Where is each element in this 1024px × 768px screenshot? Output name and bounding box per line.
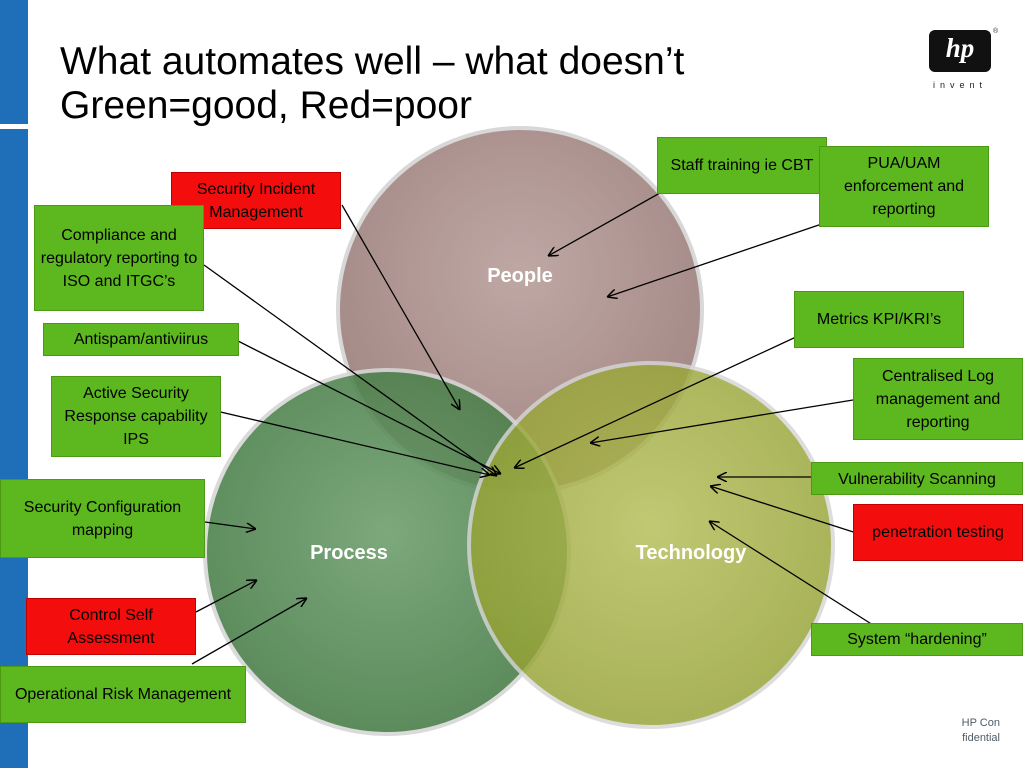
connector-arrow [514,336,797,468]
hp-logo: hp ® invent [925,28,999,94]
box-control-self-assessment: Control Self Assessment [26,598,196,655]
box-pua-uam: PUA/UAM enforcement and reporting [819,146,989,227]
box-compliance: Compliance and regulatory reporting to I… [34,205,204,311]
box-metrics: Metrics KPI/KRI’s [794,291,964,348]
box-antispam: Antispam/antiviirus [43,323,239,356]
title-line-2: Green=good, Red=poor [60,84,472,127]
connector-arrow [195,580,257,613]
hp-logo-tagline: invent [932,80,988,90]
slide-title: What automates well – what doesn’t Green… [60,40,684,128]
connector-arrow [191,598,307,665]
hp-logo-badge [929,30,991,72]
connector-arrow [203,264,497,476]
box-security-configuration: Security Configuration mapping [0,479,205,558]
box-staff-training: Staff training ie CBT [657,137,827,194]
side-accent-gap [0,124,28,129]
title-line-1: What automates well – what doesn’t [60,40,685,83]
confidential-footer: HP Confidential [961,717,1000,744]
technology-circle [467,361,835,729]
registered-mark: ® [993,28,999,35]
box-operational-risk: Operational Risk Management [0,666,246,723]
box-vulnerability-scanning: Vulnerability Scanning [811,462,1023,495]
connector-arrow [710,486,873,539]
hp-logo-mark: hp [945,33,975,63]
connector-arrow [211,409,490,475]
connector-arrow [607,211,858,297]
box-system-hardening: System “hardening” [811,623,1023,656]
connector-arrow [590,399,854,443]
people-label: People [487,265,553,287]
connector-arrow [204,521,256,529]
box-centralised-log: Centralised Log management and reporting [853,358,1023,440]
connector-arrow [237,340,501,474]
technology-label: Technology [636,542,748,564]
connector-arrow [341,204,460,410]
box-penetration-testing: penetration testing [853,504,1023,561]
box-active-security: Active Security Response capability IPS [51,376,221,457]
connector-arrow [709,521,874,626]
process-label: Process [310,542,388,564]
